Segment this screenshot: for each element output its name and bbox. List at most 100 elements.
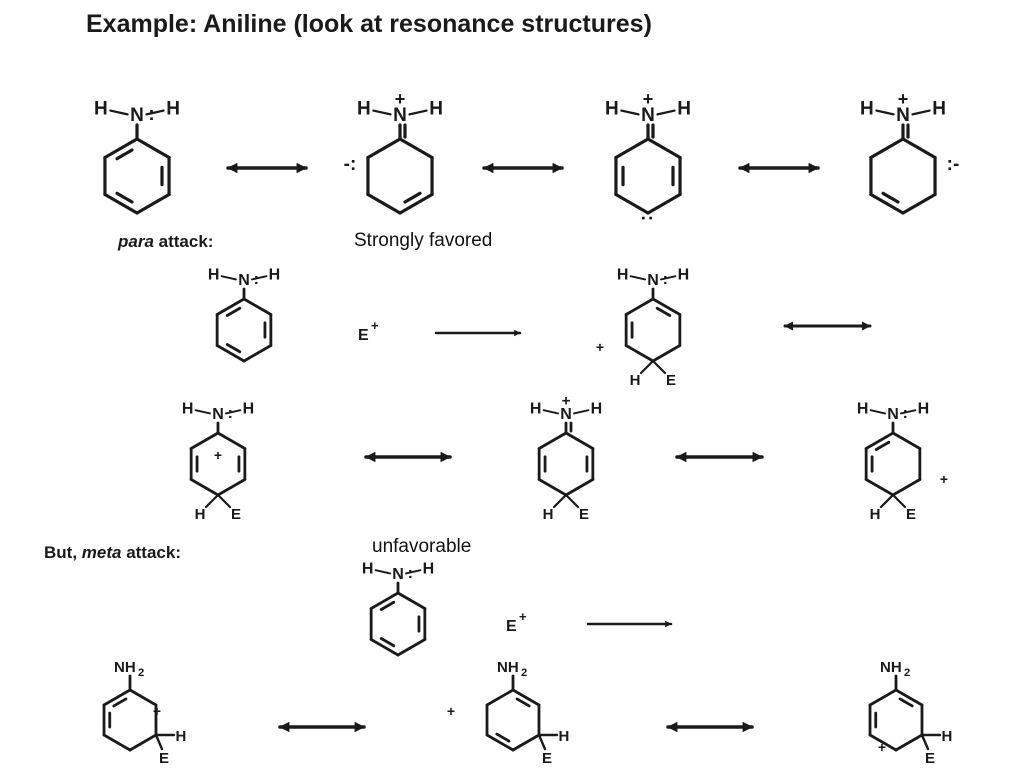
bond-lines <box>102 109 942 752</box>
bond-line <box>135 137 171 160</box>
electrophile-e: E <box>925 750 935 767</box>
double-bond-line <box>112 697 128 708</box>
hydrogen-atom: H <box>630 372 641 389</box>
n-h-bond <box>374 569 391 575</box>
positive-charge: + <box>898 89 909 109</box>
n-h-bond <box>405 569 422 575</box>
n-h-bond <box>542 409 559 415</box>
hydrogen-atom: H <box>678 266 690 283</box>
bond-line <box>894 733 924 752</box>
nitrogen-atom: N <box>238 272 250 289</box>
amino-group-nh: NH <box>114 659 136 676</box>
bond-line <box>398 192 434 215</box>
amino-group-nh: NH <box>880 659 902 676</box>
n-h-bond <box>109 109 129 116</box>
double-bond-line <box>898 697 914 708</box>
c-h-bond <box>552 493 568 509</box>
hydrogen-atom: H <box>362 560 374 577</box>
nitrogen-atom: N <box>393 105 407 126</box>
double-bond-line <box>225 343 242 354</box>
subscript-2: 2 <box>138 667 144 679</box>
nitrogen-atom: N <box>130 105 144 126</box>
double-bond-line <box>115 148 134 161</box>
para-italic: para <box>118 232 154 251</box>
bond-line <box>646 192 682 215</box>
n-h-bond <box>372 109 392 116</box>
para-attack-label: para attack: <box>118 232 213 252</box>
bond-line <box>189 478 220 497</box>
n-h-bond <box>220 275 237 281</box>
hydrogen-atom: H <box>918 400 930 417</box>
double-bond-line <box>379 637 396 648</box>
bond-line <box>511 733 541 752</box>
subscript-2: 2 <box>904 667 910 679</box>
n-h-bond <box>869 409 886 415</box>
bond-line <box>891 431 922 450</box>
double-bond-line <box>403 191 422 204</box>
bond-line <box>864 431 895 450</box>
n-h-bond <box>225 409 242 415</box>
lone-pair: : <box>663 271 668 288</box>
para-rest: attack: <box>153 232 214 251</box>
bond-line <box>864 478 895 497</box>
electrophile-e: E <box>358 327 369 344</box>
lone-pair: : <box>903 405 908 422</box>
hydrogen-atom: H <box>423 560 435 577</box>
bond-line <box>366 137 402 160</box>
hydrogen-atom: H <box>677 98 691 119</box>
bond-line <box>485 733 515 752</box>
positive-charge: + <box>214 447 222 463</box>
nitrogen-atom: N <box>887 406 899 423</box>
lone-pair: : <box>148 104 154 125</box>
bond-line <box>102 688 132 707</box>
double-bond-line <box>874 440 891 451</box>
bond-line <box>614 137 650 160</box>
n-h-bond <box>875 109 895 116</box>
bond-line <box>651 297 682 316</box>
positive-charge: + <box>596 339 604 355</box>
bond-line <box>651 344 682 363</box>
bond-line <box>103 137 139 160</box>
electrophile-charge: + <box>371 318 379 333</box>
bond-line <box>485 688 515 707</box>
para-note: Strongly favored <box>354 230 493 251</box>
bond-line <box>369 638 400 657</box>
hydrogen-atom: H <box>591 400 603 417</box>
hydrogen-atom: H <box>195 506 206 523</box>
carbanion-lone-pair: -: <box>344 154 357 175</box>
bond-line <box>564 478 595 497</box>
electrophile-e: E <box>159 750 169 767</box>
nitrogen-atom: N <box>641 105 655 126</box>
double-bond-line <box>115 191 134 204</box>
bond-line <box>869 137 905 160</box>
c-e-bond <box>216 493 232 509</box>
bond-line <box>369 591 400 610</box>
hydrogen-atom: H <box>530 400 542 417</box>
bond-line <box>216 431 247 450</box>
bond-line <box>135 192 171 215</box>
bond-line <box>537 478 568 497</box>
bond-line <box>102 733 132 752</box>
bond-line <box>398 137 434 160</box>
hydrogen-atom: H <box>243 400 255 417</box>
meta-rest: attack: <box>121 543 181 562</box>
n-h-bond <box>573 409 590 415</box>
nitrogen-atom: N <box>896 105 910 126</box>
n-h-bond <box>408 109 428 116</box>
hydrogen-atom: H <box>429 98 443 119</box>
carbanion-lone-pair: :- <box>947 154 960 175</box>
bond-line <box>189 431 220 450</box>
bond-line <box>242 297 273 316</box>
positive-charge: + <box>447 703 455 719</box>
nitrogen-atom: N <box>647 272 659 289</box>
nitrogen-atom: N <box>560 406 572 423</box>
lone-pair: : <box>408 565 413 582</box>
n-h-bond <box>900 409 917 415</box>
positive-charge: + <box>878 739 886 755</box>
c-h-bond <box>879 493 895 509</box>
electrophile-e: E <box>231 506 241 523</box>
hydrogen-atom: H <box>932 98 946 119</box>
hydrogen-atom: H <box>942 728 953 745</box>
subscript-2: 2 <box>521 667 527 679</box>
